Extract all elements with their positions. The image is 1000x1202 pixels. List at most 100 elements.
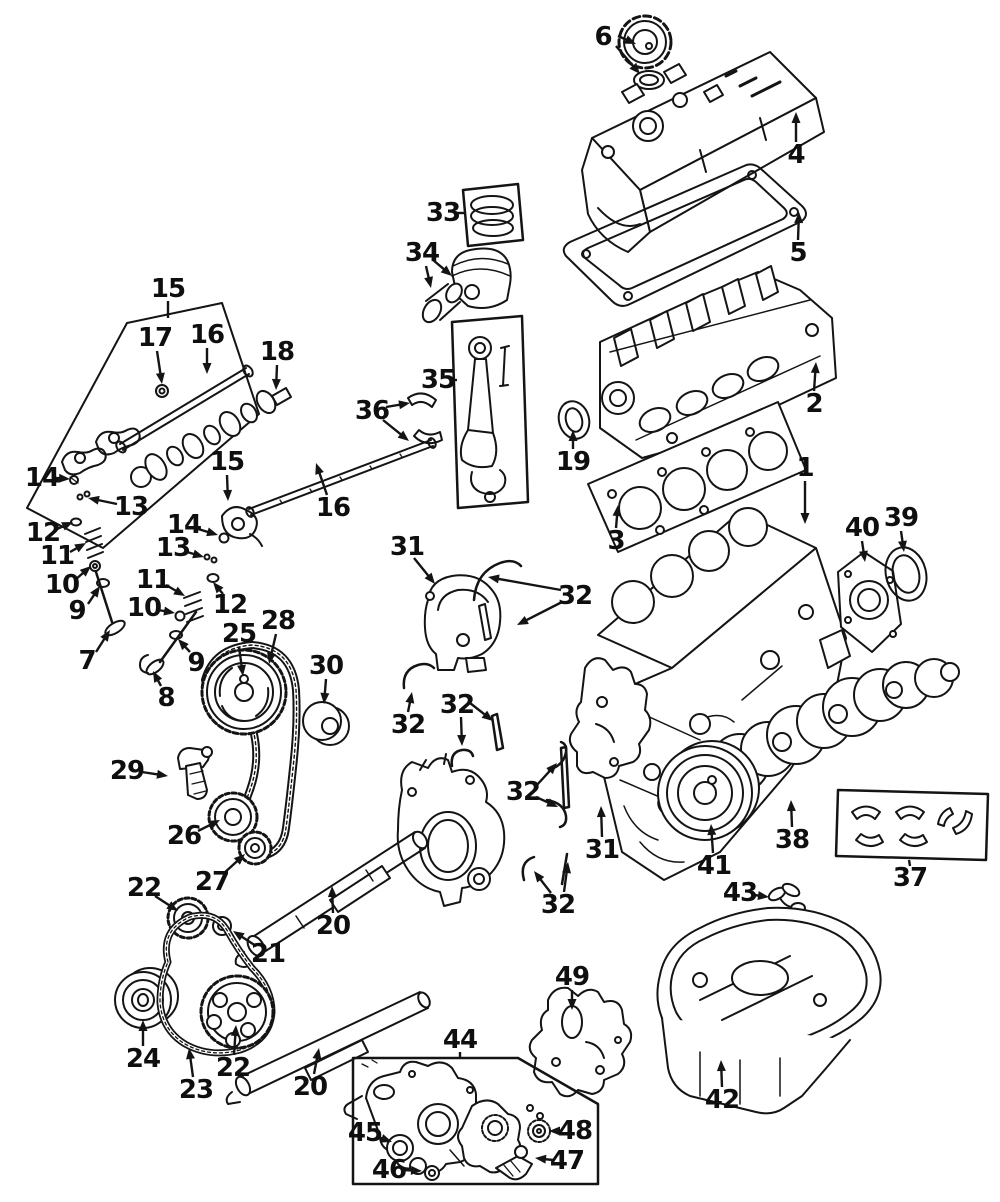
tensioner-pulley-drawing (303, 702, 349, 745)
camshaft-drawing (131, 388, 291, 487)
rocker-shaft-drawing (245, 437, 437, 518)
callout-12[interactable]: 12 (212, 590, 248, 620)
cam-seal-drawing (555, 398, 594, 442)
callout-25[interactable]: 25 (221, 619, 257, 649)
callout-32[interactable]: 32 (390, 710, 426, 740)
callout-19[interactable]: 19 (555, 447, 591, 477)
main-bearings-drawing (836, 790, 988, 860)
oil-pump-gasket-drawing (530, 988, 631, 1097)
rear-main-seal-drawing (880, 543, 932, 605)
callout-18[interactable]: 18 (259, 337, 295, 367)
oil-cap-drawing (619, 16, 671, 89)
callout-4[interactable]: 4 (787, 140, 805, 170)
callout-2[interactable]: 2 (805, 389, 823, 419)
callout-32[interactable]: 32 (540, 890, 576, 920)
callout-9[interactable]: 9 (187, 648, 205, 678)
belt-tensioner-drawing (178, 747, 212, 799)
callout-20[interactable]: 20 (292, 1072, 328, 1102)
callout-29[interactable]: 29 (109, 756, 145, 786)
oil-pump-rotor-housing-drawing (458, 1100, 543, 1172)
callout-32[interactable]: 32 (557, 581, 593, 611)
callout-16[interactable]: 16 (189, 320, 225, 350)
connecting-rod-drawing (452, 316, 528, 508)
upper-timing-cover-drawing (425, 575, 501, 672)
callout-15[interactable]: 15 (209, 447, 245, 477)
idler-sprockets-drawing (209, 793, 271, 864)
callout-31[interactable]: 31 (584, 835, 620, 865)
callout-14[interactable]: 14 (24, 463, 60, 493)
callout-11[interactable]: 11 (135, 565, 171, 595)
callout-47[interactable]: 47 (549, 1146, 585, 1176)
callout-28[interactable]: 28 (260, 606, 296, 636)
callout-9[interactable]: 9 (68, 596, 86, 626)
valve-cover-drawing (582, 52, 824, 252)
callout-11[interactable]: 11 (39, 541, 75, 571)
callout-26[interactable]: 26 (166, 821, 202, 851)
callout-42[interactable]: 42 (704, 1085, 740, 1115)
rear-seal-retainer-drawing (838, 552, 901, 652)
oil-pan-drawing (657, 908, 880, 1114)
timing-gasket-strips-drawing (404, 664, 569, 884)
side-gasket-plate-drawing (570, 658, 650, 778)
callout-34[interactable]: 34 (404, 238, 440, 268)
callout-10[interactable]: 10 (44, 570, 80, 600)
cam-sprocket-drawing (202, 650, 286, 734)
callout-21[interactable]: 21 (250, 939, 286, 969)
callout-49[interactable]: 49 (554, 962, 590, 992)
left-valve-parts-drawing (70, 476, 127, 638)
callout-44[interactable]: 44 (442, 1025, 478, 1055)
callout-20[interactable]: 20 (315, 911, 351, 941)
callout-41[interactable]: 41 (696, 851, 732, 881)
callout-45[interactable]: 45 (347, 1118, 383, 1148)
callout-16[interactable]: 16 (315, 493, 351, 523)
engine-block-drawing (598, 508, 850, 880)
crank-damper-drawing (658, 741, 759, 840)
callout-7[interactable]: 7 (78, 646, 96, 676)
callout-27[interactable]: 27 (194, 867, 230, 897)
head-gasket-drawing (588, 402, 806, 552)
callout-13[interactable]: 13 (113, 492, 149, 522)
callout-13[interactable]: 13 (155, 533, 191, 563)
callout-23[interactable]: 23 (178, 1075, 214, 1105)
callout-24[interactable]: 24 (125, 1044, 161, 1074)
callout-1[interactable]: 1 (796, 453, 814, 483)
callout-46[interactable]: 46 (371, 1155, 407, 1185)
right-valve-parts-drawing (140, 507, 262, 677)
callout-39[interactable]: 39 (883, 503, 919, 533)
callout-12[interactable]: 12 (25, 518, 61, 548)
rod-bearings-drawing (408, 393, 442, 443)
callout-40[interactable]: 40 (844, 513, 880, 543)
callout-22[interactable]: 22 (215, 1053, 251, 1083)
callout-14[interactable]: 14 (166, 510, 202, 540)
balance-sprocket-large-drawing (201, 976, 273, 1048)
oil-pump-small-parts-drawing (362, 1060, 550, 1180)
callout-17[interactable]: 17 (137, 323, 173, 353)
callout-33[interactable]: 33 (425, 198, 461, 228)
callout-8[interactable]: 8 (157, 683, 175, 713)
oil-pump-box-drawing (353, 1058, 598, 1184)
callout-3[interactable]: 3 (607, 526, 625, 556)
balance-shaft-upper-drawing (236, 829, 430, 967)
piston-drawing (419, 249, 511, 326)
cylinder-head-drawing (600, 266, 836, 458)
callout-15[interactable]: 15 (150, 274, 186, 304)
callout-30[interactable]: 30 (308, 651, 344, 681)
callout-36[interactable]: 36 (354, 396, 390, 426)
callout-31[interactable]: 31 (389, 532, 425, 562)
callout-22[interactable]: 22 (126, 873, 162, 903)
callout-38[interactable]: 38 (774, 825, 810, 855)
callout-5[interactable]: 5 (789, 238, 807, 268)
callout-35[interactable]: 35 (420, 365, 456, 395)
lower-timing-cover-drawing (398, 754, 505, 906)
callout-32[interactable]: 32 (505, 777, 541, 807)
rocker-assembly-box-drawing (27, 303, 259, 548)
callout-48[interactable]: 48 (557, 1116, 593, 1146)
callout-10[interactable]: 10 (126, 593, 162, 623)
callout-32[interactable]: 32 (439, 690, 475, 720)
callout-37[interactable]: 37 (892, 863, 928, 893)
callout-6[interactable]: 6 (594, 22, 612, 52)
piston-rings-drawing (463, 184, 523, 246)
callout-43[interactable]: 43 (722, 878, 758, 908)
